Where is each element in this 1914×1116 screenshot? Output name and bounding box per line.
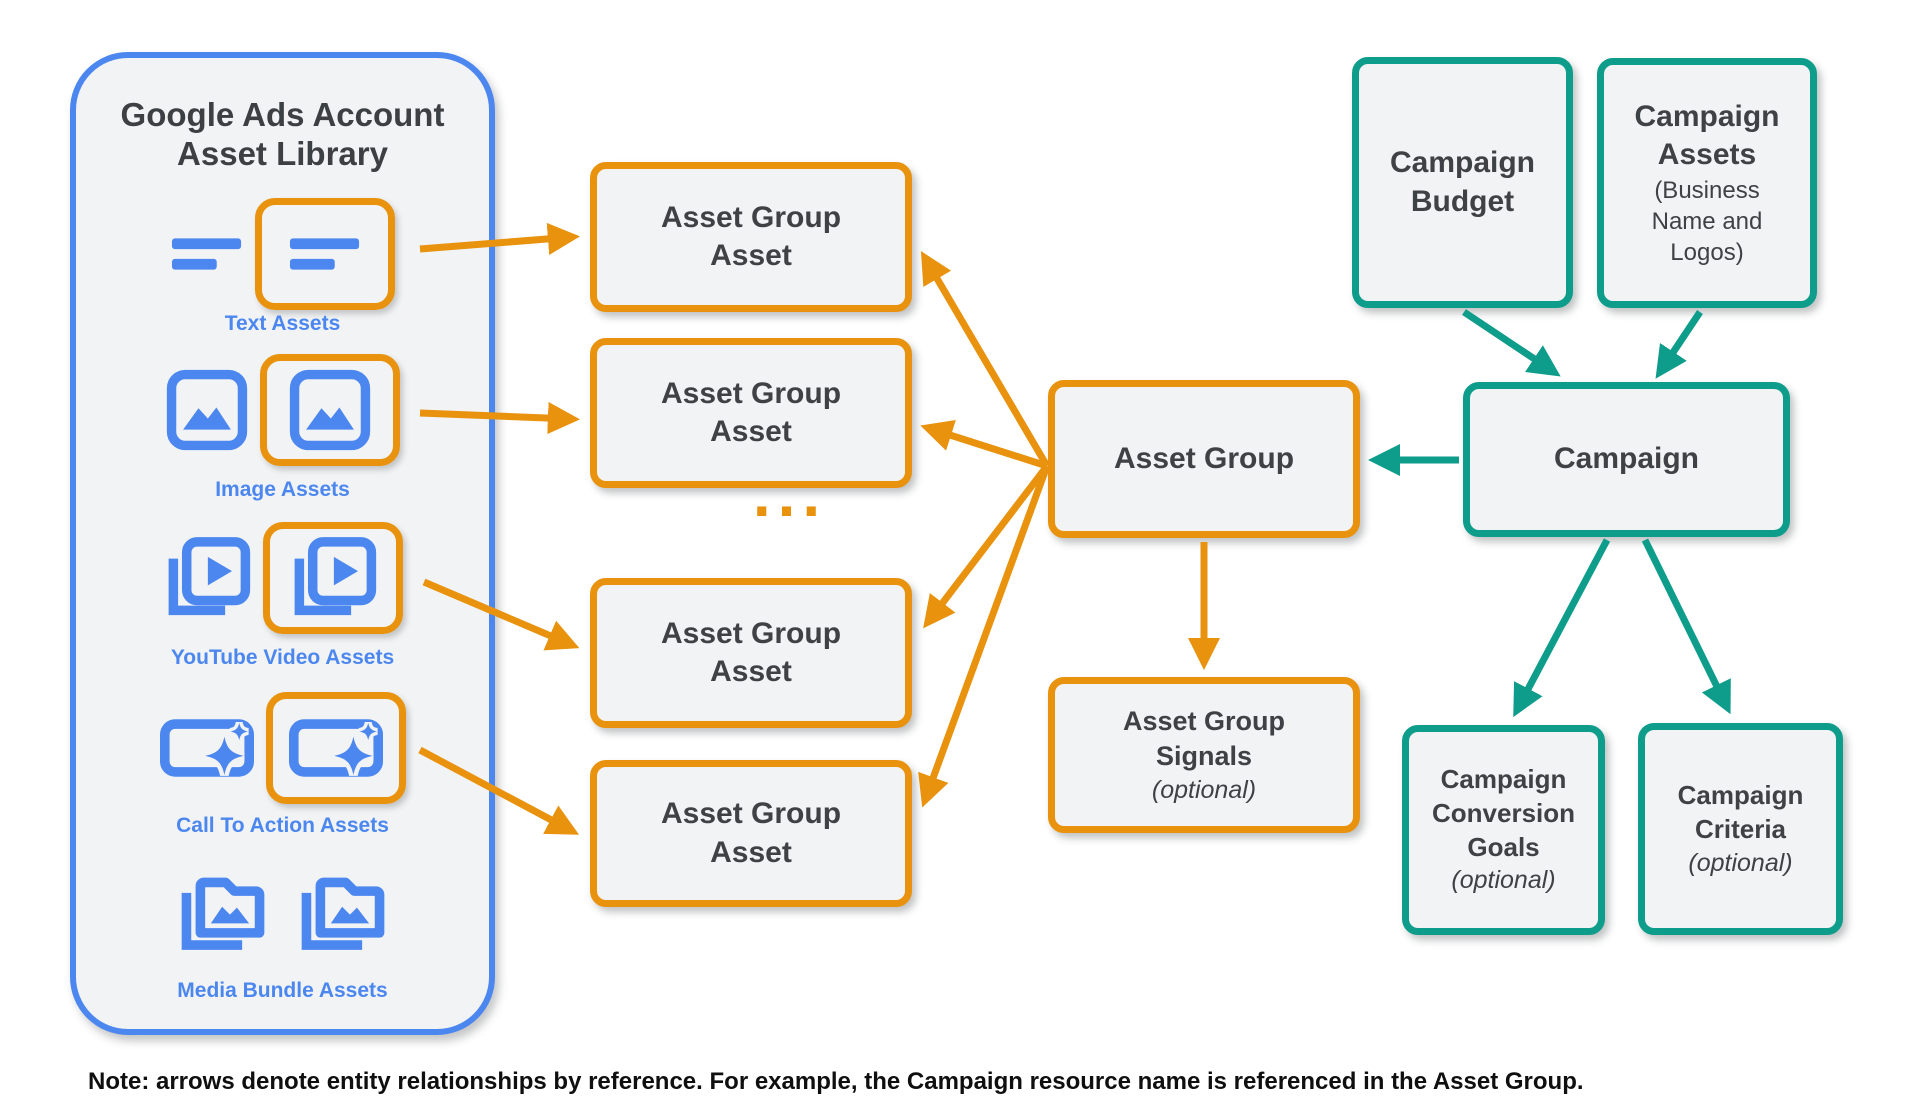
campaign-criteria-optional: (optional) [1688,848,1793,877]
asset-group-asset-box: Asset Group Asset [590,338,912,488]
media-bundle-assets-label: Media Bundle Assets [177,979,388,1002]
call-to-action-asset-icon [159,712,254,784]
arrow-asset-group-to-asset-group-asset-3 [923,463,1050,629]
text-asset-selected-outline [254,198,395,310]
image-asset-selected-outline [259,354,400,466]
media-bundle-asset-icon [176,868,270,956]
more-asset-group-assets-ellipsis: ... [752,458,828,530]
text-assets-row [76,198,489,310]
arrow-asset-group-to-asset-group-asset-2 [920,420,1049,470]
text-assets-label: Text Assets [224,312,341,335]
asset-group-label: Asset Group [1113,441,1295,475]
image-asset-icon [289,369,371,451]
asset-group-asset-box: Asset Group Asset [590,578,912,728]
asset-library-title: Google Ads Account Asset Library [76,96,489,174]
asset-group-asset-label: Asset Group Asset [660,200,842,272]
youtube-video-assets-row [76,522,489,634]
text-asset-icon [289,237,361,271]
asset-group-asset-box: Asset Group Asset [590,162,912,312]
arrow-campaign-to-criteria [1641,538,1731,715]
asset-group-signals-optional: (optional) [1151,775,1257,804]
asset-group-box: Asset Group [1048,380,1360,538]
text-asset-icon [171,237,243,271]
campaign-assets-box: Campaign Assets (Business Name and Logos… [1597,58,1817,308]
arrow-campaign-to-conversion-goals [1513,538,1611,718]
media-bundle-asset-icon [296,868,390,956]
youtube-video-asset-icon [289,536,377,621]
asset-library-container: Google Ads Account Asset Library Text As… [70,52,495,1035]
note-text: Note: arrows denote entity relationships… [88,1068,1584,1095]
campaign-label: Campaign [1553,442,1700,476]
call-to-action-asset-icon [288,712,383,784]
image-asset-icon [166,369,248,451]
youtube-video-asset-selected-outline [262,522,403,634]
campaign-conversion-goals-optional: (optional) [1451,866,1556,895]
asset-library-title-line2: Asset Library [177,134,388,172]
campaign-conversion-goals-title: Campaign Conversion Goals [1431,764,1576,862]
arrow-asset-group-to-asset-group-asset-4 [918,464,1051,808]
asset-group-asset-label: Asset Group Asset [660,797,842,869]
campaign-criteria-box: Campaign Criteria (optional) [1638,723,1843,935]
youtube-video-assets-label: YouTube Video Assets [170,646,395,669]
call-to-action-assets-row [76,692,489,804]
media-bundle-assets-row [76,856,489,968]
arrow-campaign-budget-to-campaign [1462,309,1561,377]
asset-group-asset-label: Asset Group Asset [660,616,842,688]
asset-group-asset-box: Asset Group Asset [590,760,912,907]
call-to-action-assets-label: Call To Action Assets [176,814,389,837]
youtube-video-asset-icon [163,536,251,621]
campaign-conversion-goals-box: Campaign Conversion Goals (optional) [1402,725,1605,935]
asset-group-asset-label: Asset Group Asset [660,376,842,448]
image-assets-row [76,354,489,466]
arrow-campaign-assets-to-campaign [1655,310,1703,379]
campaign-budget-box: Campaign Budget [1352,57,1573,308]
campaign-assets-subtitle: (Business Name and Logos) [1651,176,1763,266]
campaign-budget-label: Campaign Budget [1389,146,1536,218]
image-assets-label: Image Assets [215,478,350,501]
campaign-criteria-title: Campaign Criteria [1677,779,1804,844]
asset-group-signals-title: Asset Group Signals [1122,705,1286,771]
arrow-asset-group-to-asset-group-asset-1 [920,251,1051,468]
campaign-box: Campaign [1463,382,1790,537]
campaign-assets-title: Campaign Assets [1634,99,1780,172]
call-to-action-asset-selected-outline [265,692,406,804]
asset-group-signals-box: Asset Group Signals (optional) [1048,677,1360,833]
asset-library-title-line1: Google Ads Account [120,96,445,133]
